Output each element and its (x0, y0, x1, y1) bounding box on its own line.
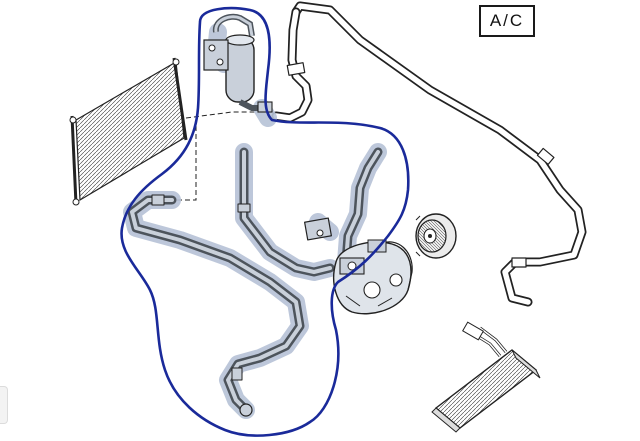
compressor-icon (333, 239, 413, 315)
receiver-drier-icon (203, 13, 273, 113)
leader-lines (175, 111, 262, 201)
corner-tab (0, 386, 8, 424)
hose-assembly-icon (123, 23, 387, 419)
pulley-icon (415, 213, 457, 259)
highlight-outline (120, 6, 410, 437)
condenser-icon (69, 57, 188, 206)
ac-label: A/C (479, 5, 535, 37)
suction-line-icon (271, 1, 587, 307)
evaporator-icon (431, 321, 541, 433)
